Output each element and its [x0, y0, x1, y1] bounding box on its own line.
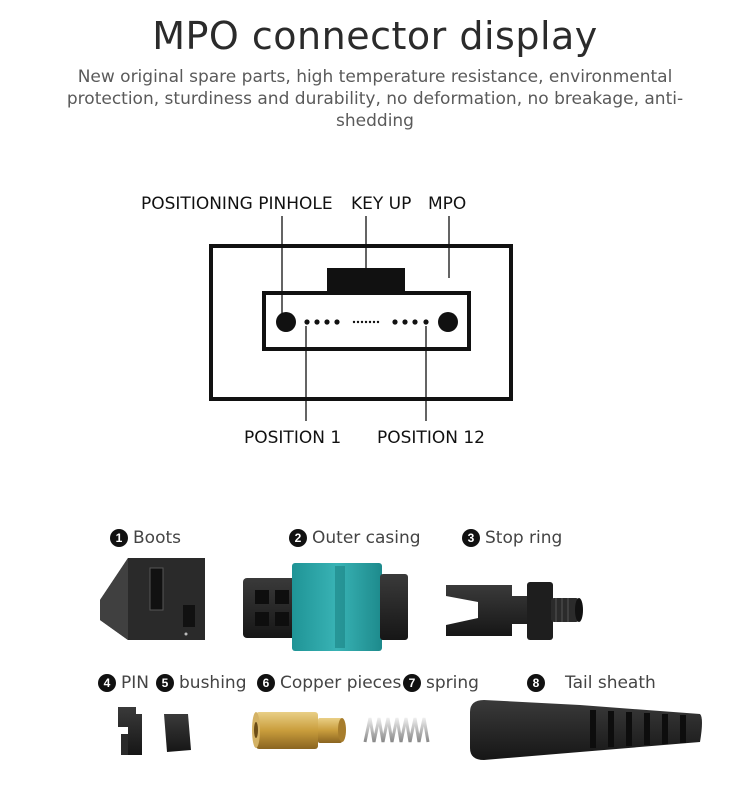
part-label-copper-pieces: 6 Copper pieces — [257, 673, 401, 693]
part-number-badge: 7 — [403, 674, 421, 692]
page-title: MPO connector display — [152, 14, 598, 58]
part-label-tail-sheath: 8 Tail sheath — [527, 673, 656, 693]
stop-ring-image — [446, 582, 583, 640]
copper-pieces-image — [252, 712, 346, 749]
label-position-12: POSITION 12 — [377, 428, 485, 448]
pinhole-right — [438, 312, 458, 332]
part-number-badge: 2 — [289, 529, 307, 547]
leader-lines — [281, 216, 450, 421]
part-number-badge: 8 — [527, 674, 545, 692]
part-number-badge: 6 — [257, 674, 275, 692]
part-label-boots: 1 Boots — [110, 528, 181, 548]
ferrule-face — [262, 291, 471, 351]
fiber-positions — [304, 319, 429, 325]
part-number-badge: 4 — [98, 674, 116, 692]
label-mpo: MPO — [428, 194, 467, 214]
outer-casing-image — [243, 563, 408, 651]
part-label-stop-ring: 3 Stop ring — [462, 528, 562, 548]
part-number-badge: 5 — [156, 674, 174, 692]
part-label-bushing: 5 bushing — [156, 673, 247, 693]
part-number-badge: 1 — [110, 529, 128, 547]
tail-sheath-image — [470, 700, 702, 760]
part-label-outer-casing: 2 Outer casing — [289, 528, 421, 548]
part-label-spring: 7 spring — [403, 673, 479, 693]
label-position-1: POSITION 1 — [244, 428, 342, 448]
spring-image — [363, 717, 430, 743]
part-label-pin: 4 PIN — [98, 673, 149, 693]
boots-image — [100, 558, 205, 640]
bushing-image — [164, 714, 191, 752]
label-key-up: KEY UP — [351, 194, 412, 214]
pin-image — [118, 707, 142, 755]
page-subtitle: New original spare parts, high temperatu… — [66, 67, 684, 131]
pinhole-left — [276, 312, 296, 332]
label-positioning-pinhole: POSITIONING PINHOLE — [141, 194, 333, 214]
part-number-badge: 3 — [462, 529, 480, 547]
mpo-outer-housing — [209, 244, 513, 401]
